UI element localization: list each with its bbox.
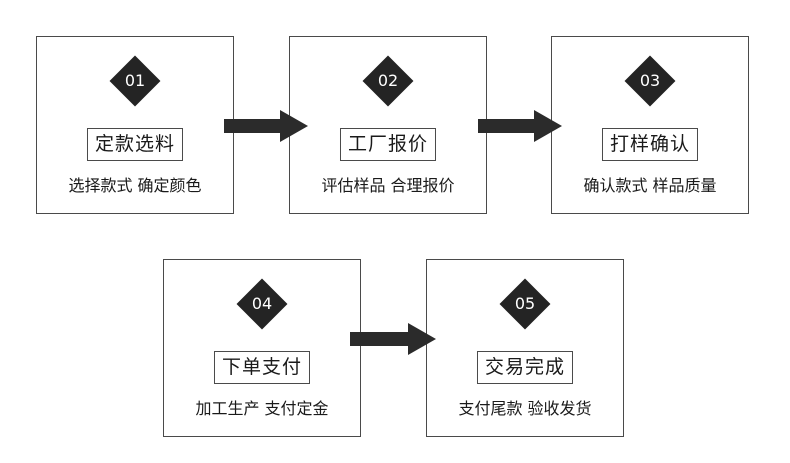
- step-description: 确认款式 样品质量: [583, 176, 717, 195]
- right-arrow-icon: [478, 110, 562, 142]
- step-description: 支付尾款 验收发货: [458, 399, 592, 418]
- diamond-badge: 01: [109, 55, 161, 107]
- step-description: 加工生产 支付定金: [195, 399, 329, 418]
- step-number: 03: [639, 71, 661, 90]
- step-number: 02: [377, 71, 399, 90]
- step-card-2: 02 工厂报价 评估样品 合理报价: [289, 36, 487, 214]
- step-number: 01: [124, 71, 146, 90]
- step-title: 工厂报价: [339, 128, 437, 161]
- step-description: 选择款式 确定颜色: [68, 176, 202, 195]
- diamond-badge: 02: [362, 55, 414, 107]
- right-arrow-icon: [350, 323, 436, 355]
- step-title: 定款选料: [86, 128, 184, 161]
- diamond-badge: 03: [624, 55, 676, 107]
- step-title: 打样确认: [601, 128, 699, 161]
- step-card-1: 01 定款选料 选择款式 确定颜色: [36, 36, 234, 214]
- step-number: 05: [514, 294, 536, 313]
- right-arrow-icon: [224, 110, 308, 142]
- step-card-4: 04 下单支付 加工生产 支付定金: [163, 259, 361, 437]
- step-card-5: 05 交易完成 支付尾款 验收发货: [426, 259, 624, 437]
- step-card-3: 03 打样确认 确认款式 样品质量: [551, 36, 749, 214]
- diamond-badge: 04: [236, 278, 288, 330]
- step-title: 交易完成: [476, 351, 574, 384]
- step-description: 评估样品 合理报价: [321, 176, 455, 195]
- step-number: 04: [251, 294, 273, 313]
- diamond-badge: 05: [499, 278, 551, 330]
- step-title: 下单支付: [213, 351, 311, 384]
